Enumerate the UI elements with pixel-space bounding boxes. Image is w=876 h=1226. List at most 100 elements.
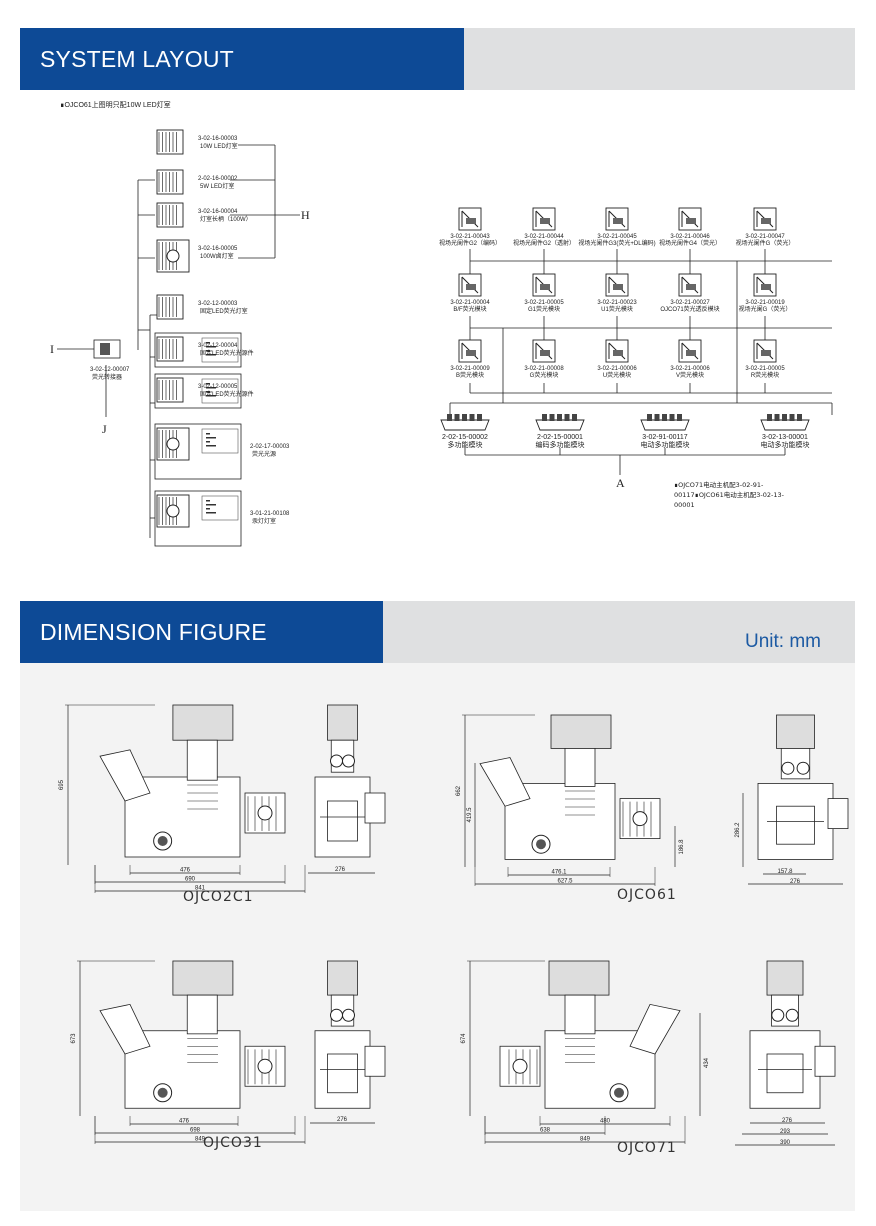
section-banner-dimension-figure: DIMENSION FIGURE Unit: mm: [20, 601, 855, 663]
layout-top-note: ∎OJCO61上图明只配10W LED灯室: [60, 100, 171, 109]
module-name: 视场光阑件G（荧光）: [736, 239, 795, 247]
lamp-house-code: 3-02-16-00003: [198, 136, 238, 142]
dimension-value: 476: [179, 1119, 190, 1125]
turret-code: 2-02-15-00001: [537, 434, 583, 441]
lamp-house-name: 汞灯灯室: [252, 517, 276, 525]
lamp-house-name: 荧光光源: [252, 450, 276, 458]
lamp-house-name: 固定LED荧光光源件: [200, 390, 254, 398]
module-name: 视场光阑件G3(荧光+DL编码): [578, 239, 655, 247]
model-label-ojco71: OJCO71: [617, 1140, 677, 1156]
module-name: V荧光模块: [676, 371, 704, 379]
model-label-ojco31: OJCO31: [203, 1135, 263, 1151]
section-banner-system-layout: SYSTEM LAYOUT: [20, 28, 855, 90]
module-name: B荧光模块: [456, 371, 484, 379]
unit-label: Unit: mm: [745, 631, 821, 652]
module-code: 3-02-21-00006: [670, 366, 710, 372]
dimension-value: 638: [540, 1128, 551, 1134]
lamp-house-code: 3-02-12-00004: [198, 343, 238, 349]
module-name: R荧光模块: [751, 371, 779, 379]
dimension-value: 276: [790, 879, 801, 885]
module-name: U荧光模块: [603, 371, 631, 379]
module-code: 3-02-21-00044: [524, 234, 564, 240]
module-code: 3-02-21-00043: [450, 234, 490, 240]
lamp-house-name: 固定LED荧光光源件: [200, 349, 254, 357]
lamp-house-code: 3-01-21-00108: [250, 511, 290, 517]
module-name: 视场光阑件G4（荧光）: [659, 239, 721, 247]
module-code: 3-02-21-00045: [597, 234, 637, 240]
dimension-value: 186.8: [679, 839, 685, 855]
module-code: 3-02-21-00008: [524, 366, 564, 372]
turret-name: 编码多功能模块: [536, 440, 585, 449]
model-label-ojco2c1: OJCO2C1: [183, 889, 254, 905]
turret-name: 多功能模块: [448, 440, 483, 449]
dimension-value: 276: [337, 1117, 348, 1123]
dimension-value: 419.5: [467, 807, 473, 823]
adapter-code: 3-02-12-00007: [90, 367, 130, 373]
module-name: G1荧光模块: [528, 305, 560, 313]
lamp-house-name: 5W LED灯室: [200, 182, 234, 190]
module-code: 3-02-21-00005: [524, 300, 564, 306]
module-name: G荧光模块: [530, 371, 559, 379]
dimension-value: 841: [195, 886, 206, 892]
dimension-value: 434: [704, 1057, 710, 1068]
section-title: DIMENSION FIGURE: [20, 601, 383, 663]
label-a: A: [616, 476, 625, 490]
dimension-value: 276: [335, 867, 346, 873]
lamp-house-name: 灯室长柄（100W）: [200, 215, 252, 223]
dimension-value: 695: [59, 779, 65, 790]
turret-name: 电动多功能模块: [761, 440, 810, 449]
fluorescence-adapter: [93, 339, 121, 359]
dimension-value: 480: [600, 1119, 611, 1125]
module-code: 3-02-21-00004: [450, 300, 490, 306]
dimension-value: 673: [71, 1033, 77, 1044]
dimension-value: 698: [190, 1128, 201, 1134]
module-code: 3-02-21-00023: [597, 300, 637, 306]
dimension-value: 286.2: [735, 822, 741, 838]
label-i: I: [50, 342, 54, 356]
turret-name: 电动多功能模块: [641, 440, 690, 449]
lamp-house-code: 2-02-17-00003: [250, 444, 290, 450]
module-code: 3-02-21-00047: [745, 234, 785, 240]
module-code: 3-02-21-00006: [597, 366, 637, 372]
lamp-house-name: 固定LED荧光灯室: [200, 307, 248, 315]
dimension-value: 627.5: [557, 879, 573, 885]
dimension-value: 849: [195, 1137, 206, 1143]
turret-code: 2-02-15-00002: [442, 434, 488, 441]
module-name: OJCO71荧光透反模块: [660, 305, 719, 313]
system-layout-panel: ∎OJCO61上图明只配10W LED灯室 H I J: [20, 90, 855, 573]
lamp-house-code: 2-02-16-00002: [198, 176, 238, 182]
dimension-value: 293: [780, 1129, 791, 1135]
banner-gray-bar: [464, 28, 855, 90]
dimension-value: 662: [456, 785, 462, 796]
dimension-value: 276: [782, 1118, 793, 1124]
system-layout-diagram: ∎OJCO61上图明只配10W LED灯室 H I J: [20, 90, 855, 573]
lamp-house-name: 10W LED灯室: [200, 142, 238, 150]
module-code: 3-02-21-00009: [450, 366, 490, 372]
turret-code: 3-02-91-00117: [642, 434, 688, 441]
label-h: H: [301, 208, 310, 222]
